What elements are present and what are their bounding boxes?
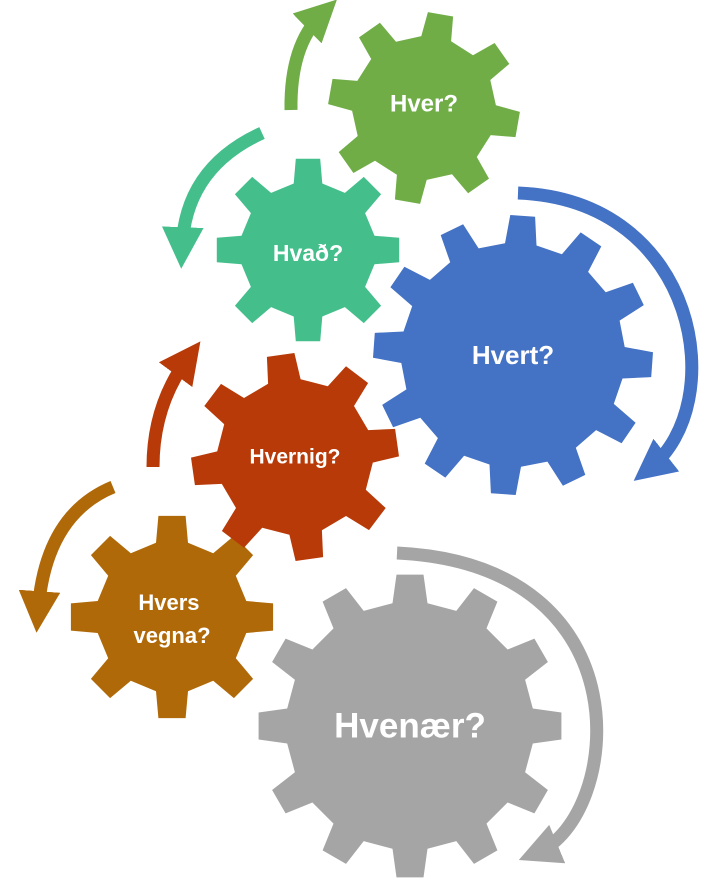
gear-hvers-vegna-label: Hvers vegna? [133,590,210,648]
arrow-hvad [162,127,265,269]
gear-hvers-vegna-label-line-1: Hvers [138,590,199,615]
arrow-hver [284,0,337,111]
gear-hvad: Hvað? [216,158,400,342]
gear-hver-shape [328,12,520,204]
gear-hvenaer-label: Hvenær? [334,707,486,746]
gear-hver: Hver? [328,12,520,204]
gear-hvert: Hvert? [373,215,653,495]
gear-hvers-vegna-shape [70,515,274,719]
gear-hvers-vegna: Hvers vegna? [70,515,274,719]
gear-hvenaer: Hvenær? [258,574,562,878]
arrow-hvers-vegna [18,480,116,633]
arrow-hvernig [146,341,201,468]
gear-hvernig-label: Hvernig? [249,446,340,469]
gear-hvad-label: Hvað? [273,240,343,266]
gear-hvers-vegna-label-line-2: vegna? [133,623,210,648]
gear-hvenaer-shape [258,574,562,878]
gear-hver-label: Hver? [390,91,458,118]
gear-hvad-shape [216,158,400,342]
gear-hvernig: Hvernig? [191,353,399,561]
gear-hvert-shape [373,215,653,495]
arrow-hvert [517,186,699,481]
gear-hvernig-shape [191,353,399,561]
gear-hvert-label: Hvert? [472,340,554,370]
arrow-hvenaer [396,546,604,864]
